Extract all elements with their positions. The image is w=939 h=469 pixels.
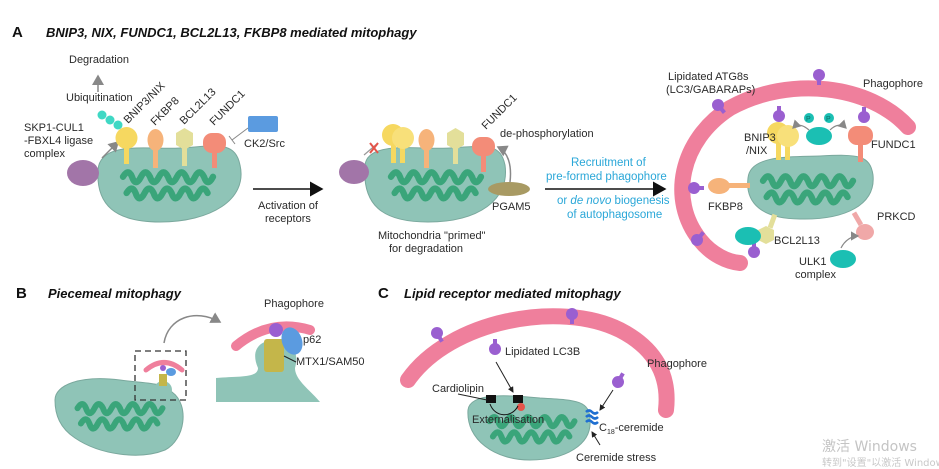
fundc1-label-a: FUNDC1 bbox=[871, 139, 916, 151]
receptor-fundc1-engulfed bbox=[848, 126, 873, 162]
c18-ceramide-icon bbox=[585, 409, 599, 425]
mitochondrion-engulfed bbox=[747, 154, 874, 220]
mtx1-sam50-label: MTX1/SAM50 bbox=[296, 356, 364, 368]
windows-watermark-line2: 转到"设置"以激活 Windows bbox=[822, 456, 939, 469]
lipidated-lc3b-label: Lipidated LC3B bbox=[505, 346, 580, 358]
activation-label-1: Activation of bbox=[258, 200, 319, 212]
receptor-fundc1 bbox=[203, 133, 226, 168]
fundc1-label-2: FUNDC1 bbox=[480, 92, 520, 132]
atg8-label-1: Lipidated ATG8s bbox=[668, 71, 749, 83]
receptor-bnip3-engulfed bbox=[767, 122, 799, 160]
panel-c-letter: C bbox=[378, 285, 389, 302]
phospho-icon-1 bbox=[804, 113, 814, 123]
dephosphorylation-label: de-phosphorylation bbox=[500, 128, 594, 140]
pgam5-label: PGAM5 bbox=[492, 201, 531, 213]
ligase-complex-icon bbox=[67, 160, 99, 186]
panel-b-title: Piecemeal mitophagy bbox=[48, 286, 182, 301]
zoomed-inset bbox=[216, 321, 320, 402]
mitochondrion-1 bbox=[97, 145, 242, 223]
atg8-label-2: (LC3/GABARAPs) bbox=[666, 84, 755, 96]
receptor-bcl2l13 bbox=[176, 128, 193, 166]
receptor-bcl2l13-engulfed bbox=[758, 213, 778, 244]
phagophore-label-b: Phagophore bbox=[264, 298, 324, 310]
phagophore-label-a: Phagophore bbox=[863, 78, 923, 90]
mitochondrion-primed bbox=[364, 145, 506, 223]
ck2-src-icon bbox=[248, 116, 278, 132]
fkbp8-label-a: FKBP8 bbox=[708, 201, 743, 213]
complex-label: complex bbox=[795, 269, 836, 281]
ceramide-label: C18-ceremide bbox=[599, 422, 664, 436]
windows-watermark-line1: 激活 Windows bbox=[822, 438, 917, 455]
ubiquitination-label: Ubiquitination bbox=[66, 92, 133, 104]
panel-a-title: BNIP3, NIX, FUNDC1, BCL2L13, FKBP8 media… bbox=[46, 25, 417, 40]
p62-icon bbox=[281, 327, 303, 355]
receptor-fundc1-2 bbox=[472, 137, 495, 172]
panel-b-letter: B bbox=[16, 285, 27, 302]
phagophore-label-c: Phagophore bbox=[647, 358, 707, 370]
recruitment-label-2: pre-formed phagophore bbox=[546, 171, 667, 183]
primed-label-2: for degradation bbox=[389, 243, 463, 255]
denovo-label: or de novo biogenesis bbox=[557, 195, 670, 207]
blocked-x-icon bbox=[363, 142, 379, 156]
mitochondrion-b bbox=[54, 360, 185, 456]
activation-label-2: receptors bbox=[265, 213, 311, 225]
externalised-cardiolipin-icon bbox=[517, 403, 525, 411]
panel-c-title: Lipid receptor mediated mitophagy bbox=[404, 286, 621, 301]
receptor-fkbp8-2 bbox=[418, 129, 435, 168]
ceramide-stress-label: Ceremide stress bbox=[576, 452, 657, 464]
nix-label-a: /NIX bbox=[746, 145, 768, 157]
svg-text:P: P bbox=[826, 116, 831, 123]
pgam5-icon bbox=[488, 182, 530, 196]
mtx1-sam50-icon bbox=[264, 339, 284, 372]
phagophore-c bbox=[400, 308, 675, 418]
ulk1-label: ULK1 bbox=[799, 256, 827, 268]
ubiquitin-chain-icon bbox=[97, 110, 123, 130]
zoom-box bbox=[134, 350, 187, 401]
prkcd-label: PRKCD bbox=[877, 211, 916, 223]
receptor-bnip3 bbox=[115, 127, 138, 164]
ligase-label-2: -FBXL4 ligase bbox=[24, 135, 93, 147]
autophagosome-label: of autophagosome bbox=[567, 209, 662, 221]
receptor-bcl2l13-2 bbox=[447, 128, 464, 164]
lc3-inset-icon bbox=[269, 323, 283, 337]
receptor-bnip3-dimer bbox=[382, 124, 414, 163]
recruitment-label-1: Recruitment of bbox=[571, 157, 647, 169]
degradation-label: Degradation bbox=[69, 54, 129, 66]
cardiolipin-icon bbox=[486, 395, 523, 403]
svg-text:P: P bbox=[806, 116, 811, 123]
receptor-fkbp8 bbox=[147, 129, 164, 168]
ulk1-bcl2l13-icon bbox=[735, 227, 761, 245]
ulk1-complex-icon bbox=[830, 250, 856, 268]
receptor-prkcd bbox=[851, 211, 874, 240]
phagophore-a bbox=[674, 80, 916, 271]
panel-c: C Lipid receptor mediated mitophagy Lipi… bbox=[378, 285, 707, 464]
ligase-complex-inactive-icon bbox=[339, 160, 369, 184]
panel-b: B Piecemeal mitophagy Phagophore p62 MTX… bbox=[16, 285, 364, 456]
bnip3-label-a: BNIP3 bbox=[744, 132, 776, 144]
bcl2l13-label-a: BCL2L13 bbox=[774, 235, 820, 247]
phospho-icon-2 bbox=[824, 113, 834, 123]
panel-a: A BNIP3, NIX, FUNDC1, BCL2L13, FKBP8 med… bbox=[12, 24, 923, 281]
ligase-label-1: SKP1-CUL1 bbox=[24, 122, 84, 134]
mitochondrion-c bbox=[467, 395, 591, 461]
receptor-fkbp8-engulfed bbox=[708, 178, 750, 194]
primed-label-1: Mitochondria "primed" bbox=[378, 230, 486, 242]
p62-label: p62 bbox=[303, 334, 321, 346]
cardiolipin-label: Cardiolipin bbox=[432, 383, 484, 395]
externalisation-label: Externalisation bbox=[472, 414, 544, 426]
panel-a-letter: A bbox=[12, 24, 23, 41]
ligase-label-3: complex bbox=[24, 148, 65, 160]
ck2-src-label: CK2/Src bbox=[244, 138, 285, 150]
ulk1-top-icon bbox=[806, 127, 832, 145]
